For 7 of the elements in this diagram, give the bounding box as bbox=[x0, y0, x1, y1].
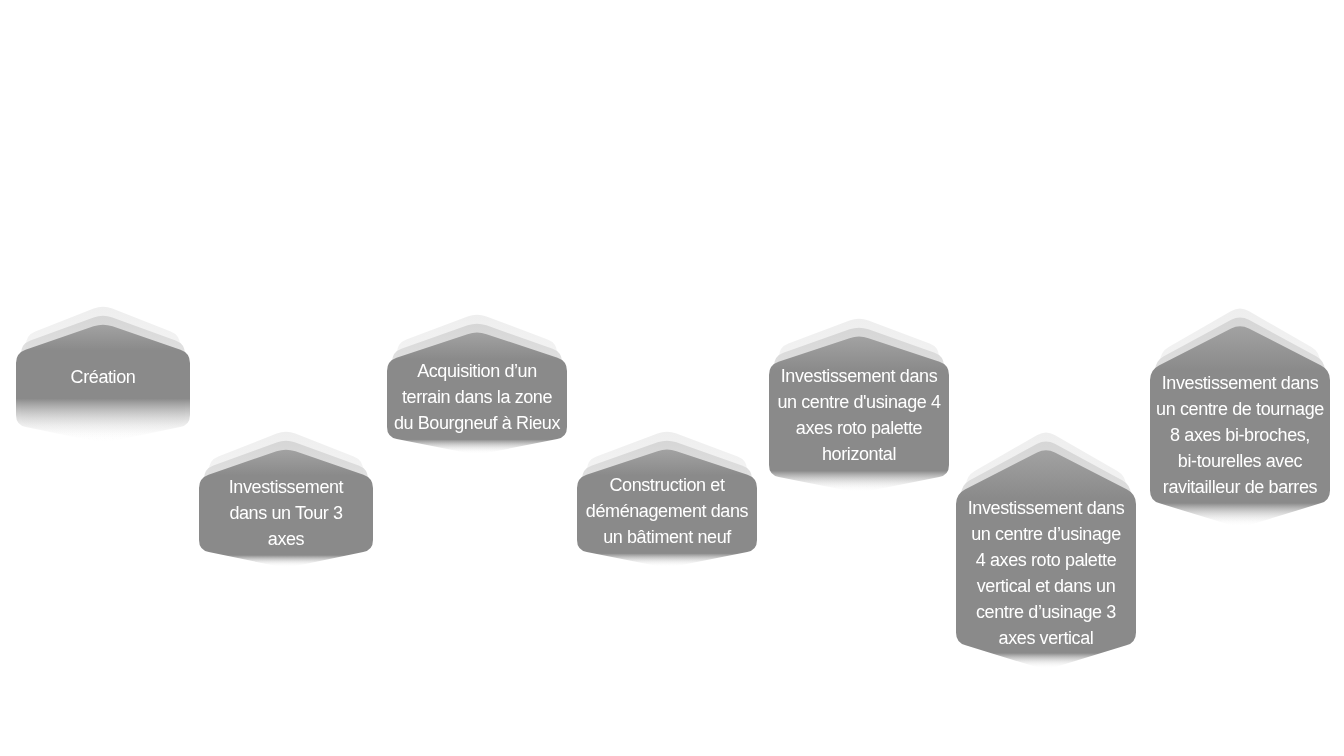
milestone-text: Investissement dans un centre d'usinage 4 axes roto palette horizontal bbox=[776, 365, 942, 466]
milestone-text: Investissement dans un centre d’usinage 4 axes roto palette vertical et dans un centre d’usinage 3 axes vertical bbox=[966, 497, 1126, 650]
milestone-text: Investissement dans un centre de tournage 8 axes bi-broches, bi-tourelles avec ravitailleur de barres bbox=[1155, 372, 1325, 499]
milestone-text: Construction et déménagement dans un bâtiment neuf bbox=[584, 474, 750, 549]
milestone-text: Acquisition d’un terrain dans la zone du Bourgneuf à Rieux bbox=[392, 360, 562, 435]
milestone-text: Création bbox=[69, 366, 137, 389]
milestone-text: Investissement dans un Tour 3 axes bbox=[227, 476, 345, 551]
